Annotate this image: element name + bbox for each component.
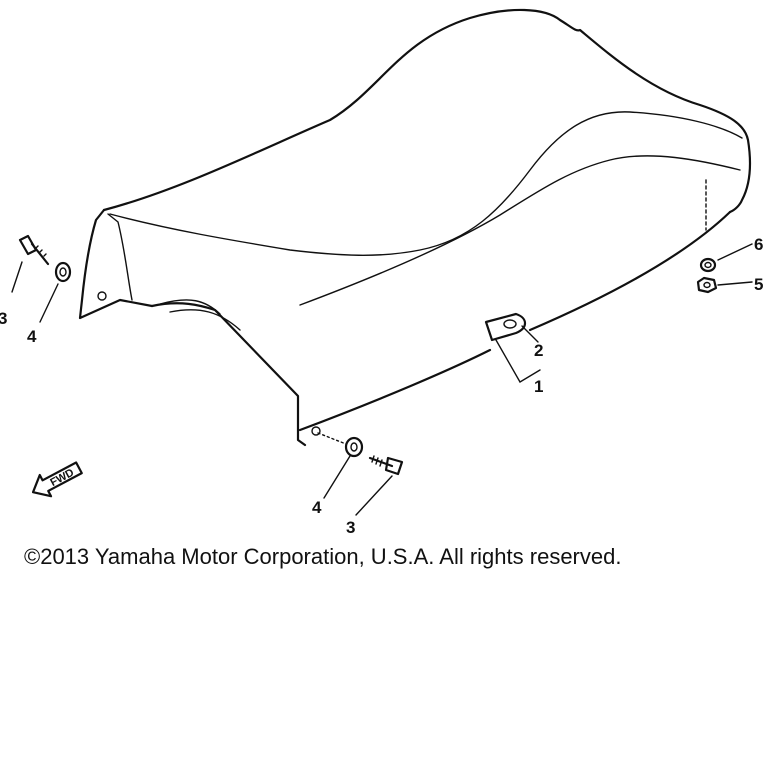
- callout-1: 1: [534, 377, 543, 396]
- seat-top-outline: [102, 8, 752, 214]
- callout-2: 2: [534, 341, 543, 360]
- leader-2: [521, 325, 539, 343]
- left-washer: [54, 261, 72, 283]
- leader-4-bottom: [323, 455, 351, 499]
- callout-4-bottom: 4: [312, 498, 322, 517]
- bracket-hole: [503, 319, 517, 329]
- copyright-notice: ©2013 Yamaha Motor Corporation, U.S.A. A…: [24, 544, 622, 569]
- seat-bracket: [484, 312, 527, 342]
- rear-mount-hole: [311, 426, 321, 436]
- left-bolt: [18, 234, 50, 266]
- seat-front-panel: [78, 208, 154, 320]
- seat-side-edge: [298, 210, 732, 432]
- leader-1: [495, 339, 541, 383]
- seat-crown-line: [109, 111, 743, 256]
- callout-3-bottom: 3: [346, 518, 355, 537]
- bottom-bolt-path: [317, 432, 347, 445]
- callout-3-left: 3: [0, 309, 7, 328]
- callout-4-left: 4: [27, 327, 37, 346]
- right-nut-5: [696, 276, 718, 294]
- bottom-washer: [344, 436, 364, 458]
- callout-6: 6: [754, 235, 763, 254]
- seat-bottom-lip: [150, 302, 307, 447]
- seat-contour-line: [299, 155, 741, 306]
- seat-front-opening: [107, 213, 133, 301]
- leader-5: [717, 281, 753, 286]
- fwd-label: FWD: [48, 467, 76, 489]
- seat-exploded-view: 1 2 3 4 3 4 5 6 FWD: [0, 8, 763, 537]
- bottom-bolt: [368, 455, 404, 476]
- seat-inner-channel: [159, 299, 241, 331]
- seat-assembly: [78, 8, 752, 447]
- leader-4-left: [39, 283, 59, 323]
- fwd-arrow-icon: FWD: [31, 461, 83, 498]
- leader-3-left: [11, 261, 23, 293]
- callout-5: 5: [754, 275, 763, 294]
- right-washer-6: [699, 257, 717, 273]
- front-mount-hole: [97, 291, 107, 301]
- leader-3-bottom: [355, 475, 393, 516]
- leader-6: [717, 243, 753, 261]
